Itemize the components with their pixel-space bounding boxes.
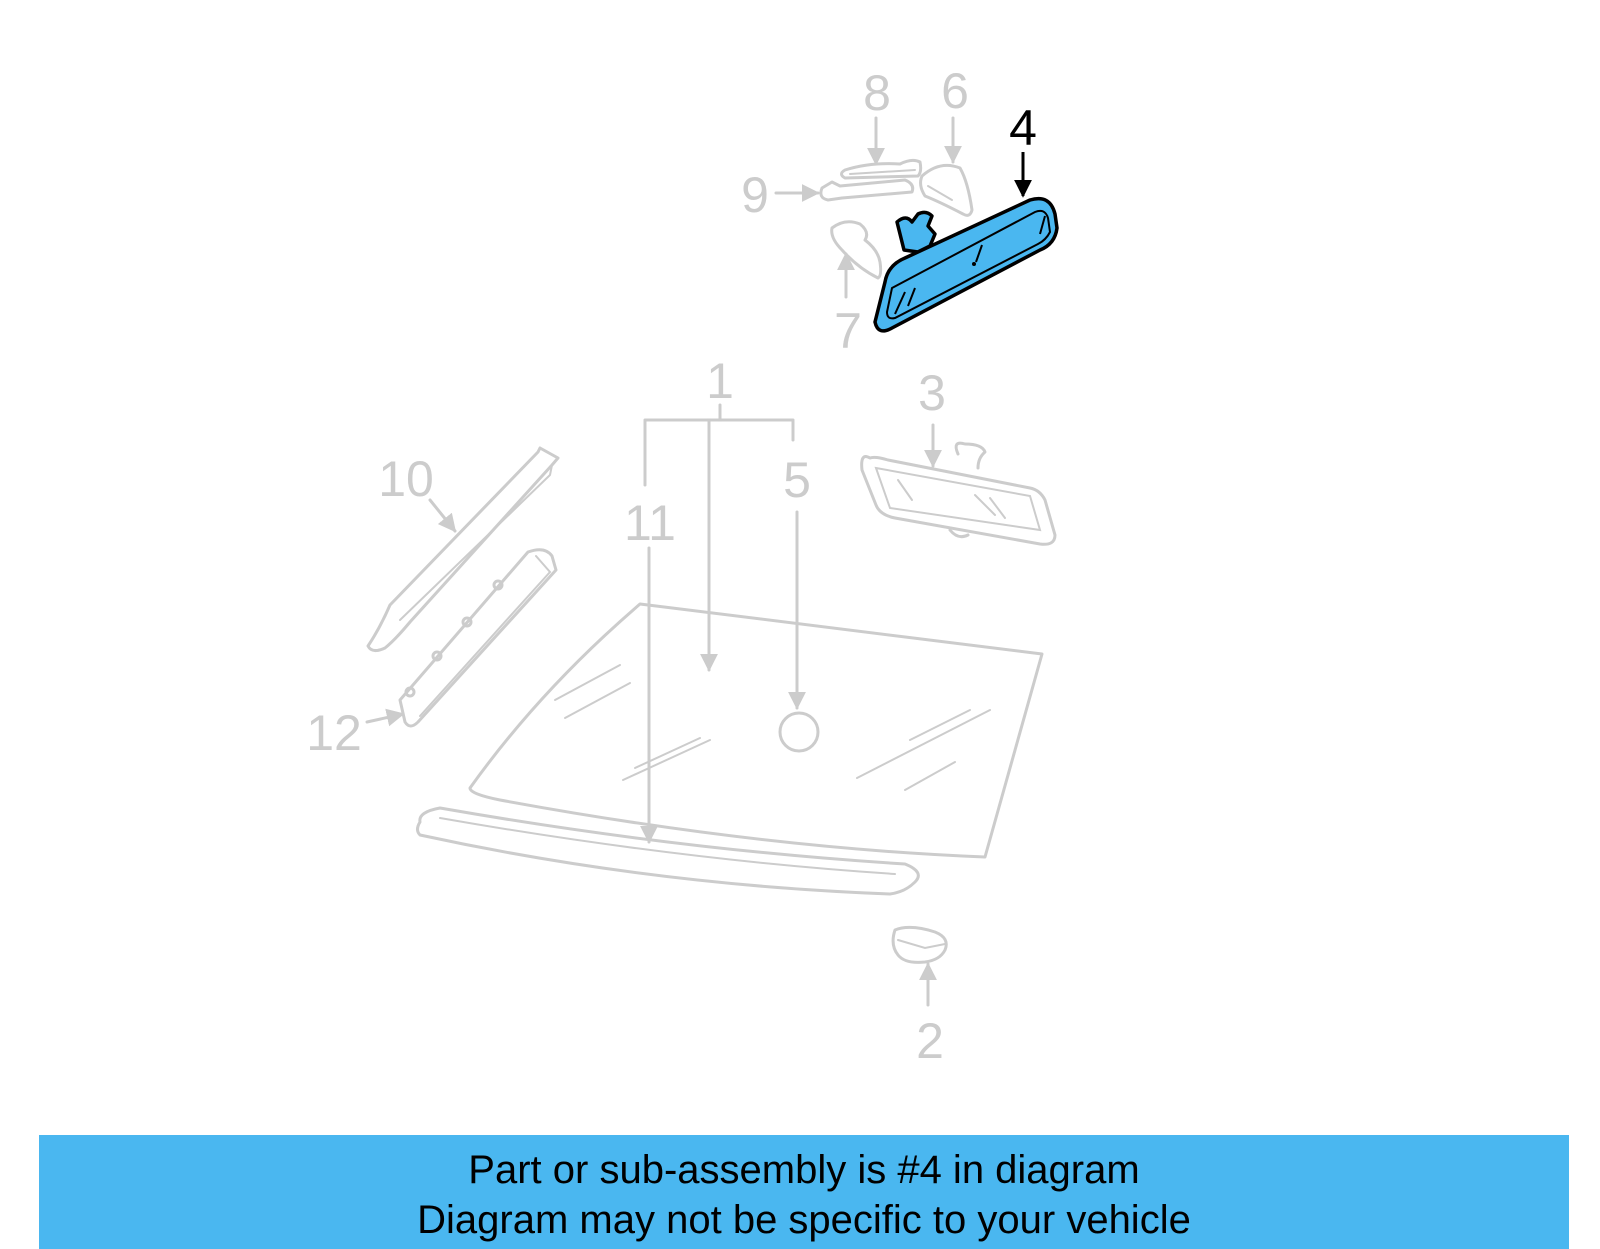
callout-numbers: 1 2 3 4 5 6 7 8 9 10 11 12 [306,63,1037,1069]
mirror-4-body [873,196,1059,333]
callout-8: 8 [863,65,891,121]
callout-6: 6 [941,63,969,119]
part-mirror-4-highlighted [873,196,1059,333]
mirror-4-glass [885,209,1052,320]
mirror-4-mount [895,210,937,254]
callout-2: 2 [916,1013,944,1069]
part-pillar-trim-12 [398,548,558,728]
callout-12: 12 [306,705,362,761]
part-mirror-3 [860,441,1057,546]
callout-11: 11 [624,495,676,551]
info-banner: Part or sub-assembly is #4 in diagram Di… [39,1135,1569,1249]
part-pillar-molding-10 [366,446,560,653]
banner-line-disclaimer: Diagram may not be specific to your vehi… [417,1198,1191,1242]
part-bracket-8 [840,158,923,180]
banner-line-part: Part or sub-assembly is #4 in diagram [468,1148,1140,1192]
callout-9: 9 [741,167,769,223]
callout-1: 1 [706,353,734,409]
callout-4: 4 [1009,100,1037,156]
part-cover-6 [919,163,974,217]
part-windshield-1 [468,602,1044,859]
callout-5: 5 [783,452,811,508]
callout-10: 10 [378,451,434,507]
part-cover-7 [830,220,883,280]
leader-lines [365,116,1032,1007]
part-lower-molding-11 [416,806,920,896]
callout-7: 7 [834,303,862,359]
part-clip-9 [819,178,915,202]
part-bracket-2 [891,925,948,964]
callout-3: 3 [918,365,946,421]
part-circle-5 [778,711,820,753]
